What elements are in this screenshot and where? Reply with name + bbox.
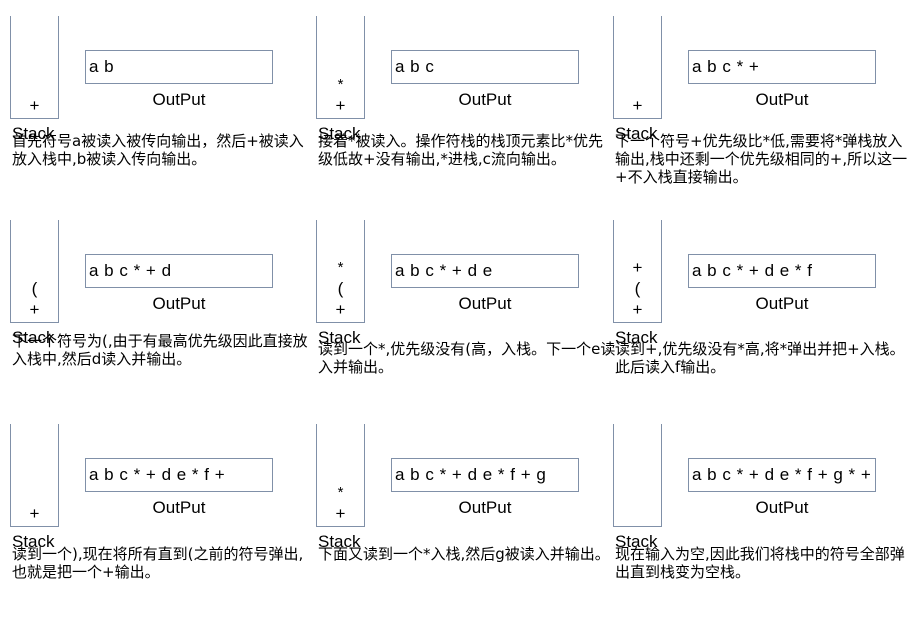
step-panel-7: + Stack a b c * + d e * f + OutPut 读到一个),现在将… (10, 424, 310, 628)
stack-label: Stack (615, 532, 658, 551)
stack-item: + (335, 96, 346, 115)
output-label: OutPut (458, 90, 512, 109)
stack-items: (+ (11, 278, 58, 320)
output-box: a b c * + d e * f (688, 254, 876, 288)
stack-items: + ( + (614, 257, 661, 320)
step-description: 下一个符号+优先级比*低,需要将*弹栈放入输出,栈中还剩一个优先级相同的+,所以… (615, 132, 908, 186)
stack-item: + (335, 300, 346, 319)
step-description: 读到一个*,优先级没有(高，入栈。下一个e读入并输出。 (318, 340, 616, 376)
step-panel-1: + Stack a b OutPut 首先符号a被读入被传向输出，然后+被读入放入栈中,… (10, 16, 310, 220)
step-panel-9: Stack a b c * + d e * f + g * + OutPut 现在输入… (613, 424, 910, 628)
output-label: OutPut (755, 498, 809, 517)
output-box: a b (85, 50, 273, 84)
stack-label: Stack (318, 328, 361, 347)
output-label: OutPut (755, 90, 809, 109)
stack-item: * (337, 259, 344, 276)
stack-item: * (337, 484, 344, 501)
stack-container (613, 424, 662, 527)
step-panel-5: * ( + Stack a b c * + d e OutPut 读到一个*,优先级没有(高… (316, 220, 616, 424)
stack-container: + ( + (613, 220, 662, 323)
output-label: OutPut (152, 294, 206, 313)
step-panel-6: + ( + Stack a b c * + d e * f OutPut 读到+,优先级没有… (613, 220, 910, 424)
step-description: 读到+,优先级没有*高,将*弹出并把+入栈。此后读入f输出。 (615, 340, 905, 376)
output-label: OutPut (458, 294, 512, 313)
output-box: a b c * + d (85, 254, 273, 288)
stack-item: + (632, 258, 643, 277)
output-label: OutPut (458, 498, 512, 517)
stack-container: * ( + (316, 220, 365, 323)
output-box: a b c * + d e (391, 254, 579, 288)
output-box: a b c * + d e * f + g * + (688, 458, 876, 492)
stack-container: *+ (316, 16, 365, 119)
stack-label: Stack (12, 532, 55, 551)
stack-items: + (11, 95, 58, 116)
stack-items: + (11, 503, 58, 524)
stack-item: + (29, 300, 40, 319)
output-box: a b c * + (688, 50, 876, 84)
output-label: OutPut (152, 90, 206, 109)
stack-label: Stack (615, 124, 658, 143)
stack-item: * (337, 76, 344, 93)
stack-item: ( (634, 279, 641, 298)
stack-item: + (29, 96, 40, 115)
stack-items: + (614, 95, 661, 116)
step-description: 下面又读到一个*入栈,然后g被读入并输出。 (318, 545, 610, 563)
output-box: a b c (391, 50, 579, 84)
step-description: 首先符号a被读入被传向输出，然后+被读入放入栈中,b被读入传向输出。 (12, 132, 304, 168)
stack-container: *+ (316, 424, 365, 527)
output-label: OutPut (152, 498, 206, 517)
stack-item: + (632, 96, 643, 115)
step-description: 下一个符号为(,由于有最高优先级因此直接放入栈中,然后d读入并输出。 (12, 332, 308, 368)
stack-items: * ( + (317, 257, 364, 320)
stack-label: Stack (318, 124, 361, 143)
output-label: OutPut (755, 294, 809, 313)
stack-item: + (632, 300, 643, 319)
stack-label: Stack (318, 532, 361, 551)
step-description: 接着*被读入。操作符栈的栈顶元素比*优先级低故+没有输出,*进栈,c流向输出。 (318, 132, 604, 168)
stack-container: + (613, 16, 662, 119)
stack-label: Stack (615, 328, 658, 347)
stack-container: + (10, 16, 59, 119)
output-box: a b c * + d e * f + (85, 458, 273, 492)
stack-label: Stack (12, 124, 55, 143)
step-description: 读到一个),现在将所有直到(之前的符号弹出,也就是把一个+输出。 (12, 545, 304, 581)
stack-container: (+ (10, 220, 59, 323)
stack-container: + (10, 424, 59, 527)
stack-item: ( (337, 279, 344, 298)
stack-label: Stack (12, 328, 55, 347)
step-panel-3: + Stack a b c * + OutPut 下一个符号+优先级比*低,需要将*弹栈… (613, 16, 910, 220)
stack-item: + (29, 504, 40, 523)
stack-item: + (335, 504, 346, 523)
output-box: a b c * + d e * f + g (391, 458, 579, 492)
stack-items: *+ (317, 74, 364, 116)
stack-items: *+ (317, 482, 364, 524)
stack-item: ( (31, 279, 38, 298)
step-description: 现在输入为空,因此我们将栈中的符号全部弹出直到栈变为空栈。 (615, 545, 905, 581)
